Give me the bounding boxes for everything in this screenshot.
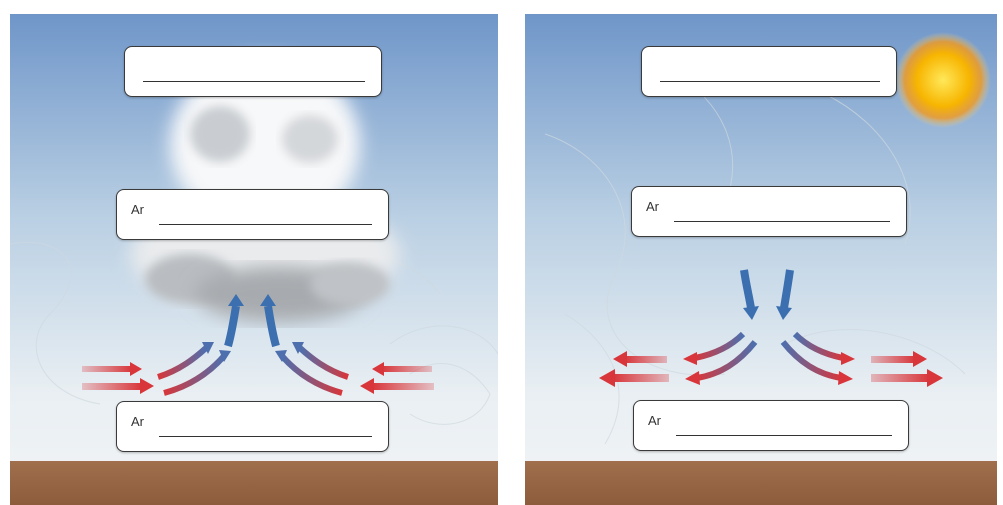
curve-arrow-left-lower — [696, 340, 758, 381]
curve-arrow-left-upper — [694, 331, 746, 361]
ground — [525, 461, 997, 505]
curve-arrow-left-upper-head — [202, 342, 214, 354]
inflow-arrow-left-upper-head — [130, 362, 142, 376]
outflow-arrow-right-upper-head — [913, 351, 927, 367]
blank-line[interactable] — [660, 81, 880, 82]
label-box-top[interactable] — [124, 46, 382, 97]
sinking-air-arrows — [740, 269, 794, 320]
curve-arrow-right-upper-head — [841, 352, 855, 365]
outflow-arrow-right-lower-head — [927, 369, 943, 387]
curve-arrow-right-lower — [780, 340, 842, 381]
curve-arrow-right-lower — [279, 354, 343, 396]
inflow-arrow-right-upper — [382, 366, 432, 372]
converging-air-arrows — [157, 342, 349, 396]
curve-arrow-right-upper — [297, 345, 349, 380]
outflow-arrow-left-upper — [625, 356, 667, 363]
inflow-arrow-right-upper-head — [372, 362, 384, 376]
curve-arrow-right-upper-head — [292, 342, 304, 354]
blank-line[interactable] — [674, 221, 890, 222]
outflow-arrow-right-lower — [871, 374, 929, 382]
rising-air-arrows — [224, 294, 280, 348]
inflow-arrow-right-lower — [372, 383, 434, 390]
curve-arrow-left-lower-head — [219, 350, 231, 362]
horizontal-inflow-arrows — [82, 362, 434, 394]
label-prefix-ar: Ar — [131, 202, 144, 217]
inflow-arrow-left-lower — [82, 383, 142, 390]
label-box-upper-air[interactable]: Ar — [631, 186, 907, 237]
outflow-arrow-left-lower — [613, 374, 669, 382]
rising-arrow-left — [224, 305, 240, 348]
rising-arrow-right — [264, 305, 280, 348]
convergence-arrows — [82, 294, 434, 396]
outflow-arrow-left-lower-head — [599, 369, 615, 387]
curve-arrow-right-upper — [792, 331, 844, 361]
outflow-arrow-right-upper — [871, 356, 915, 363]
label-box-surface-air[interactable]: Ar — [633, 400, 909, 451]
curve-arrow-left-lower — [163, 354, 227, 396]
ground — [10, 461, 498, 505]
curve-arrow-left-lower-head — [685, 371, 700, 385]
curve-arrow-left-upper — [157, 345, 209, 380]
label-box-upper-air[interactable]: Ar — [116, 189, 389, 240]
diverging-air-arrows — [683, 331, 855, 385]
sinking-arrow-right — [780, 269, 794, 309]
blank-line[interactable] — [159, 224, 372, 225]
blank-line[interactable] — [143, 81, 365, 82]
panel-low-pressure: Ar Ar — [10, 14, 498, 505]
divergence-arrows — [599, 269, 943, 387]
label-prefix-ar: Ar — [648, 413, 661, 428]
sinking-arrow-left-head — [743, 306, 759, 320]
panel-high-pressure: Ar Ar — [525, 14, 997, 505]
inflow-arrow-left-lower-head — [140, 378, 154, 394]
label-box-top[interactable] — [641, 46, 897, 97]
sun-icon — [895, 32, 991, 128]
curve-arrow-right-lower-head — [838, 371, 853, 385]
curve-arrow-right-lower-head — [275, 350, 287, 362]
rising-arrow-right-head — [260, 294, 276, 306]
label-prefix-ar: Ar — [646, 199, 659, 214]
sinking-arrow-right-head — [776, 306, 792, 320]
outflow-arrow-left-upper-head — [613, 351, 627, 367]
label-box-surface-air[interactable]: Ar — [116, 401, 389, 452]
label-prefix-ar: Ar — [131, 414, 144, 429]
inflow-arrow-right-lower-head — [360, 378, 374, 394]
blank-line[interactable] — [159, 436, 372, 437]
inflow-arrow-left-upper — [82, 366, 132, 372]
curve-arrow-left-upper-head — [683, 352, 697, 365]
rising-arrow-left-head — [228, 294, 244, 306]
blank-line[interactable] — [676, 435, 892, 436]
sinking-arrow-left — [740, 269, 755, 309]
horizontal-outflow-arrows — [599, 351, 943, 387]
